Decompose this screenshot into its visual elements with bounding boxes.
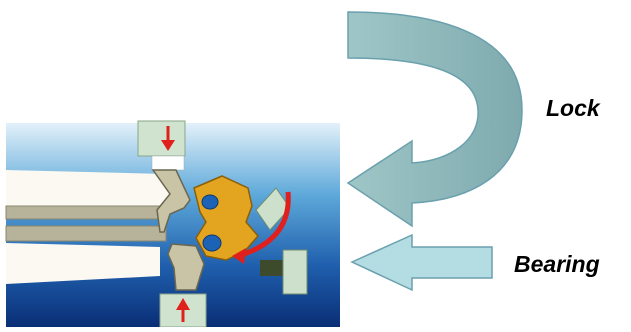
down-arrow-icon [161, 126, 175, 151]
right-side-block [282, 249, 308, 295]
tan-bar-lower [5, 225, 167, 242]
upper-jaw [151, 169, 191, 233]
top-press-pad [151, 155, 185, 171]
connector-rod [260, 260, 286, 276]
clamp-hole-lower [202, 234, 222, 252]
lower-white-beam [6, 243, 160, 284]
upper-white-beam [6, 170, 180, 206]
bearing-label: Bearing [514, 251, 600, 277]
up-arrow-icon [176, 298, 190, 322]
curved-arrow-icon [346, 11, 523, 228]
curved-red-arrow-icon [232, 191, 291, 264]
lock-label: Lock [546, 95, 600, 121]
top-press-block [137, 120, 186, 157]
clamp-hole-upper [201, 194, 219, 210]
left-arrow-icon [350, 233, 493, 292]
mechanism-panel [5, 120, 340, 328]
lower-jaw [167, 243, 205, 291]
tan-bar-upper [5, 205, 167, 220]
